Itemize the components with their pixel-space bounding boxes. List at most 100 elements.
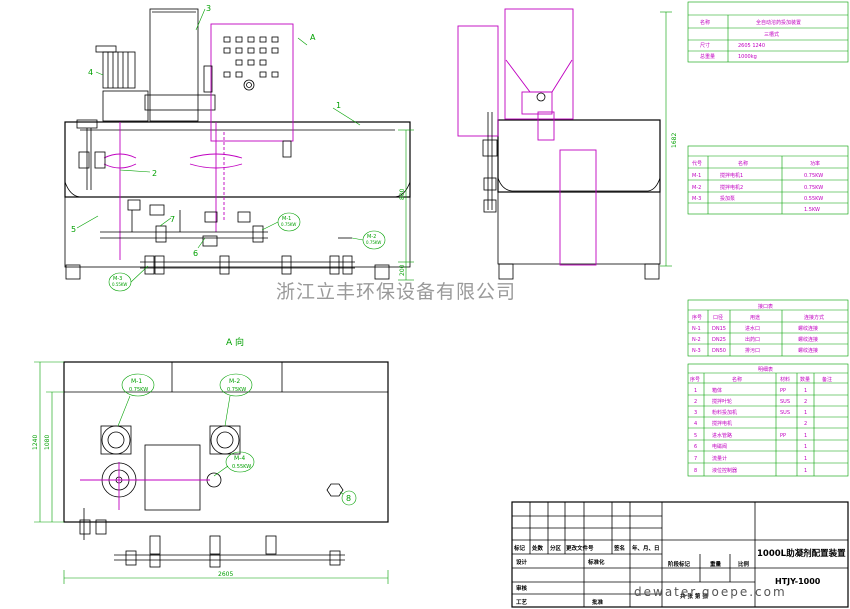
- spec-val-3: 2605 1240: [738, 43, 765, 49]
- parts-r3-2: 粉料投加机: [712, 409, 737, 416]
- front-view: 3 1 4 2 5 7 6 A 800 200 M-1 0.75KW M-2 0…: [64, 4, 414, 292]
- motor-r4-power: 1.5KW: [804, 207, 820, 213]
- top-motor-tag-m2-power: 0.75KW: [227, 387, 246, 393]
- nozzle-r3-4: 螺纹连接: [798, 347, 818, 354]
- tb-label-weight: 重量: [710, 560, 722, 568]
- tb-label-process: 工艺: [516, 598, 528, 606]
- motor-table: 代号 名称 功率 M-1 搅拌电机1 0.75KW M-2 搅拌电机2 0.75…: [687, 145, 849, 215]
- motor-th-power: 功率: [810, 160, 820, 167]
- motor-tag-m3-power: 0.55KW: [112, 282, 127, 287]
- motor-r1-code: M-1: [692, 173, 701, 179]
- parts-r1-3: PP: [780, 388, 786, 394]
- tb-sheet: 共 张 第 张: [680, 592, 708, 600]
- dim-1080: 1080: [44, 435, 51, 450]
- dim-1682: 1682: [671, 133, 678, 148]
- parts-r3-3: SUS: [780, 410, 790, 416]
- motor-tag-m3-id: M-3: [113, 276, 122, 282]
- motor-r3-name: 投加泵: [720, 195, 735, 202]
- parts-title: 明细表: [758, 366, 773, 373]
- parts-th-3: 材料: [780, 376, 790, 383]
- parts-table: 明细表 序号 名称 材料 数量 备注 1 箱体 PP 1 2 搅拌叶轮 SUS …: [687, 363, 849, 477]
- title-block: 标记 处数 分区 更改文件号 签名 年、月、日 设计 标准化 审核 工艺 批准 …: [511, 501, 849, 608]
- top-motor-tag-m4-power: 0.55KW: [232, 464, 251, 470]
- motor-tag-m1-power: 0.75KW: [281, 222, 296, 227]
- parts-r8-2: 液位控制器: [712, 467, 737, 474]
- callout-3: 3: [206, 4, 211, 13]
- dim-800: 800: [399, 188, 406, 200]
- parts-th-5: 备注: [822, 376, 832, 383]
- parts-th-2: 名称: [732, 376, 742, 383]
- nozzle-th-4: 连接方式: [804, 314, 824, 321]
- motor-r1-name: 搅拌电机1: [720, 172, 743, 179]
- parts-r8-1: 8: [694, 468, 697, 474]
- motor-r1-power: 0.75KW: [804, 173, 823, 179]
- nozzle-th-2: 口径: [713, 314, 723, 321]
- section-mark-a: A: [310, 33, 316, 42]
- motor-tag-m1-id: M-1: [282, 216, 291, 222]
- motor-r2-code: M-2: [692, 185, 701, 191]
- parts-r2-2: 搅拌叶轮: [712, 398, 732, 405]
- parts-r4-4: 2: [804, 421, 807, 427]
- nozzle-table: 接口表 序号 口径 用途 连接方式 N-1 DN15 进水口 螺纹连接 N-2 …: [687, 299, 849, 357]
- nozzle-r1-1: N-1: [692, 326, 701, 332]
- spec-key-3: 尺寸: [700, 42, 710, 49]
- spec-val-2: 三槽式: [764, 31, 779, 38]
- parts-r4-2: 搅拌电机: [712, 420, 732, 427]
- nozzle-r2-1: N-2: [692, 337, 701, 343]
- site-credit: dewater.goepe.com: [634, 585, 787, 599]
- parts-r6-1: 6: [694, 444, 697, 450]
- parts-r5-4: 1: [804, 433, 807, 439]
- tb-drawing-no: HTJY-1000: [775, 577, 821, 586]
- parts-r4-1: 4: [694, 421, 697, 427]
- callout-7: 7: [170, 215, 175, 224]
- motor-r2-power: 0.75KW: [804, 185, 823, 191]
- parts-r1-2: 箱体: [712, 387, 722, 394]
- parts-r1-1: 1: [694, 388, 697, 394]
- nozzle-th-3: 用途: [750, 314, 760, 321]
- tb-label-sign: 签名: [613, 544, 625, 552]
- motor-tag-m2-id: M-2: [367, 234, 376, 240]
- nozzle-r2-3: 出药口: [745, 336, 760, 343]
- spec-key-4: 总重量: [700, 53, 715, 60]
- nozzle-r3-3: 排污口: [745, 347, 760, 354]
- parts-r8-4: 1: [804, 468, 807, 474]
- motor-th-name: 名称: [738, 160, 748, 167]
- motor-r3-power: 0.55KW: [804, 196, 823, 202]
- top-callout-8: 8: [346, 494, 351, 503]
- parts-r7-4: 1: [804, 456, 807, 462]
- tb-label-count: 处数: [531, 544, 544, 552]
- spec-val-4: 1000kg: [738, 54, 757, 60]
- nozzle-r2-4: 螺纹连接: [798, 336, 818, 343]
- callout-1: 1: [336, 101, 341, 110]
- tb-label-scale: 比例: [738, 560, 750, 568]
- tb-label-standard: 标准化: [587, 558, 605, 566]
- parts-th-4: 数量: [800, 376, 810, 383]
- tb-label-mark: 标记: [513, 544, 526, 552]
- tb-product-name: 1000L助凝剂配置装置: [757, 548, 846, 559]
- parts-r2-1: 2: [694, 399, 697, 405]
- nozzle-r1-4: 螺纹连接: [798, 325, 818, 332]
- top-view: A 向: [32, 336, 389, 584]
- top-motor-tag-m1-power: 0.75KW: [129, 387, 148, 393]
- parts-r7-1: 7: [694, 456, 697, 462]
- motor-r2-name: 搅拌电机2: [720, 184, 743, 191]
- parts-r5-1: 5: [694, 433, 697, 439]
- company-watermark: 浙江立丰环保设备有限公司: [276, 281, 516, 303]
- motor-tag-m2-power: 0.75KW: [366, 240, 381, 245]
- tb-label-design: 设计: [516, 558, 528, 566]
- callout-5: 5: [71, 225, 76, 234]
- motor-th-code: 代号: [692, 160, 702, 167]
- spec-table: 名称 全自动溶药投加装置 三槽式 尺寸 2605 1240 总重量 1000kg: [687, 1, 849, 63]
- side-view: 1682: [457, 8, 678, 280]
- nozzle-r3-2: DN50: [712, 348, 726, 354]
- nozzle-title: 接口表: [758, 303, 773, 310]
- top-motor-tag-m4-id: M-4: [234, 455, 245, 462]
- parts-r3-4: 1: [804, 410, 807, 416]
- callout-4: 4: [88, 68, 93, 77]
- nozzle-r1-3: 进水口: [745, 325, 760, 332]
- parts-th-1: 序号: [690, 376, 700, 383]
- tb-label-date: 年、月、日: [632, 544, 660, 552]
- dim-2605: 2605: [218, 571, 233, 578]
- parts-r3-1: 3: [694, 410, 697, 416]
- tb-label-review: 审核: [516, 584, 528, 592]
